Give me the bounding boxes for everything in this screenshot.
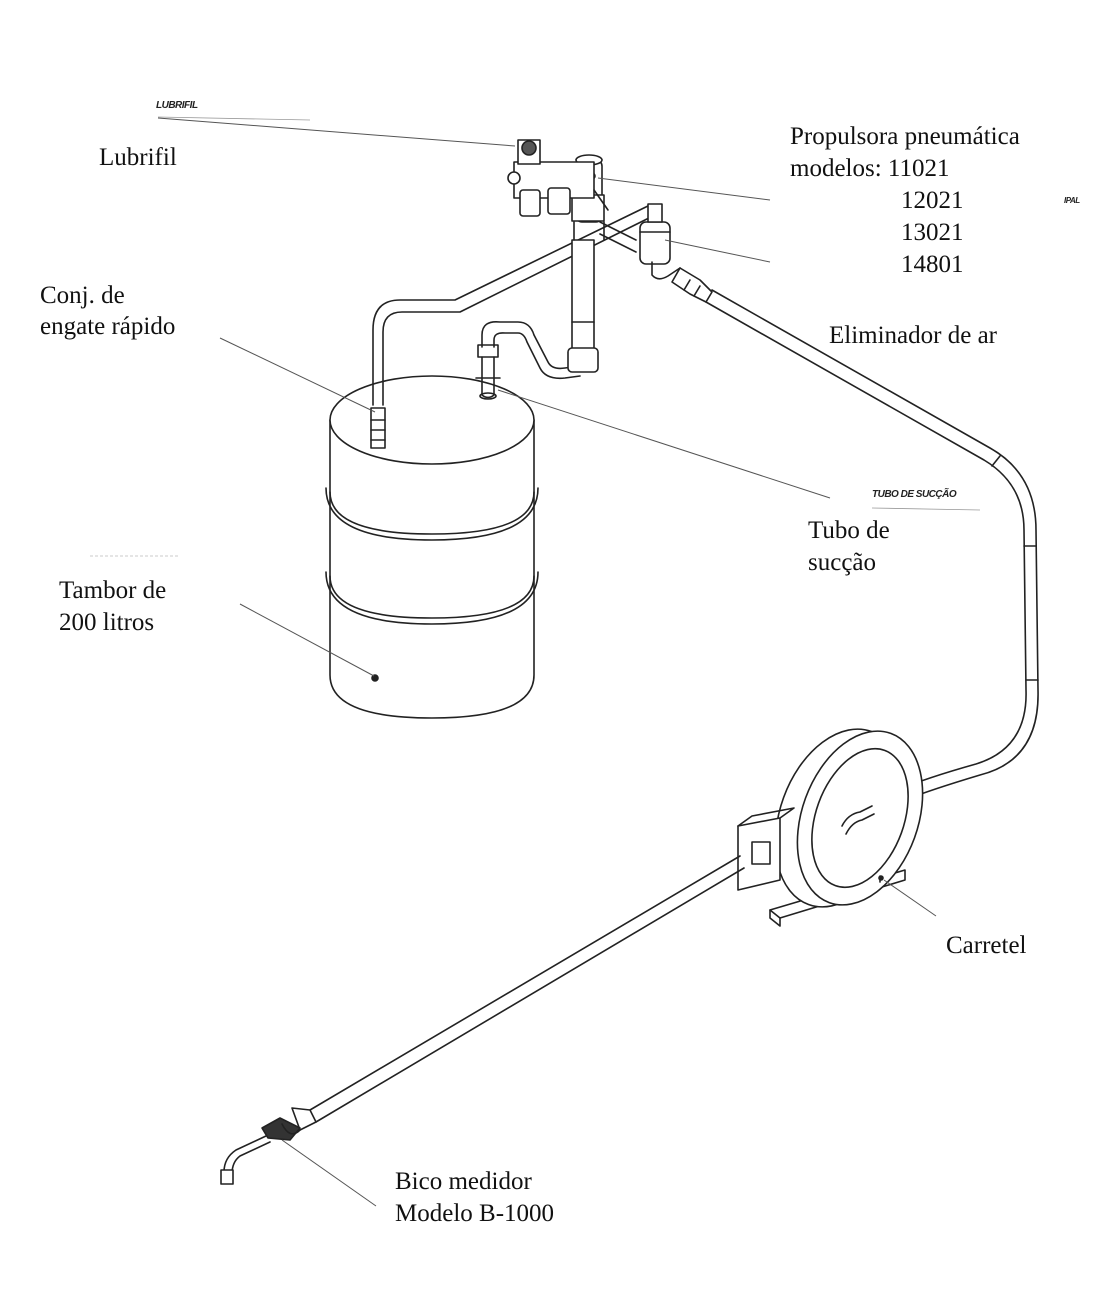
label-propulsora-title: Propulsora pneumática [790, 123, 1020, 150]
metering-nozzle [220, 1107, 317, 1185]
leader-lines [157, 117, 937, 1207]
air-hose [372, 204, 656, 406]
drum-200-liters [325, 375, 539, 719]
lubrifil-unit [507, 139, 609, 217]
quick-coupling [370, 407, 386, 449]
label-lubrifil: Lubrifil [99, 144, 177, 171]
label-carretel: Carretel [946, 932, 1027, 959]
stamp-lubrifil: LUBRIFIL [156, 100, 198, 111]
leader-tubo-succao [497, 389, 831, 499]
label-bico-line1: Bico medidor [395, 1168, 532, 1195]
leader-bico [281, 1139, 377, 1207]
hose-reel [737, 728, 924, 927]
label-propulsora-model-1: modelos: 11021 [790, 155, 950, 182]
label-engate-line2: engate rápido [40, 313, 176, 340]
stamp-side: IPAL [1064, 196, 1080, 205]
stamp-tubo-succao: TUBO DE SUCÇÃO [872, 489, 957, 500]
leader-lubrifil [157, 117, 516, 147]
label-bico-line2: Modelo B-1000 [395, 1200, 555, 1227]
label-tambor-line1: Tambor de [59, 577, 167, 604]
suction-pipe [481, 320, 581, 380]
leader-propulsora [597, 177, 771, 201]
label-tubo-line2: sucção [808, 549, 877, 576]
hose-fitting [671, 267, 713, 303]
leader-engate [219, 337, 376, 413]
air-eliminator [599, 203, 681, 280]
label-eliminador: Eliminador de ar [829, 322, 997, 349]
label-propulsora-model-4: 14801 [901, 251, 964, 278]
label-tambor-line2: 200 litros [59, 609, 155, 636]
label-engate-line1: Conj. de [40, 282, 125, 309]
leader-carretel [883, 879, 937, 917]
label-propulsora-model-2: 12021 [901, 187, 964, 214]
discharge-hose [309, 855, 745, 1123]
leader-tambor [239, 603, 375, 677]
label-propulsora-model-3: 13021 [901, 219, 964, 246]
leader-eliminador [664, 239, 771, 263]
label-tubo-line1: Tubo de [808, 517, 890, 544]
suction-tube-fitting [475, 344, 501, 400]
